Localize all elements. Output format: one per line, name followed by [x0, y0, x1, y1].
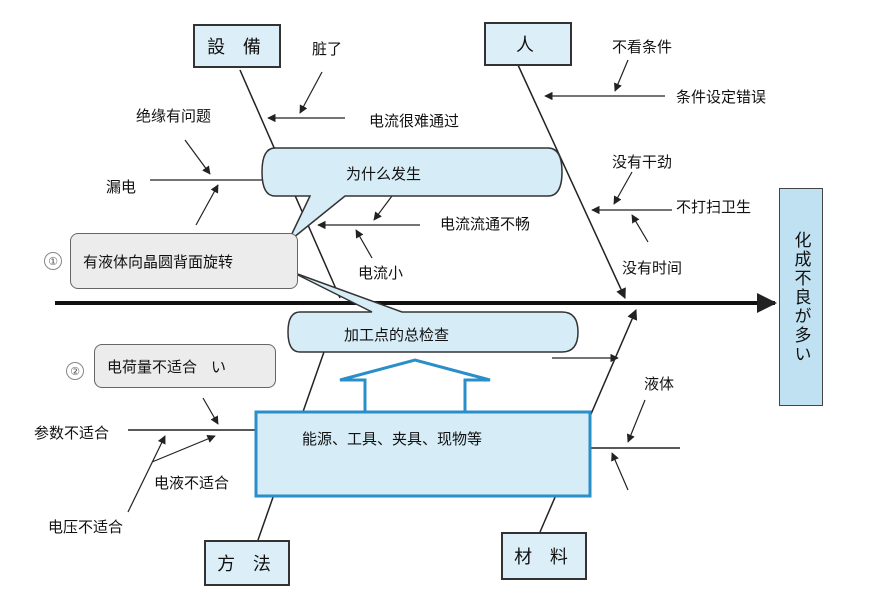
cause-no-energy: 没有干劲 [612, 153, 673, 171]
inspection-text: 加工点的总检查 [344, 326, 450, 344]
cause-current-flow-bad: 电流流通不畅 [440, 215, 531, 233]
effect-box: 化成不良が多い [779, 188, 823, 406]
cause-current-hard: 电流很难通过 [369, 112, 460, 130]
cause-no-clean: 不打扫卫生 [676, 198, 752, 216]
cause-dirty: 脏了 [312, 40, 343, 58]
category-people: 人 [484, 22, 572, 66]
cause-no-check: 不看条件 [612, 38, 673, 56]
hypothesis-1-number: ① [44, 252, 62, 270]
inspection-bubble [287, 271, 579, 353]
cause-voltage-bad: 电压不适合 [48, 518, 124, 536]
category-method: 方 法 [204, 540, 290, 586]
why-text: 为什么发生 [346, 165, 422, 183]
cause-condition-error: 条件设定错误 [676, 88, 767, 106]
bone-people [517, 64, 626, 299]
hypothesis-2-text: 电荷量不适合 [107, 357, 198, 376]
cause-current-small: 电流小 [358, 264, 404, 282]
hypothesis-2-box: 电荷量不适合 い [94, 344, 276, 388]
hypothesis-1-box: 有液体向晶圆背面旋转 [70, 233, 298, 289]
cause-electrolyte-bad: 电液不适合 [154, 474, 230, 492]
category-material: 材 料 [501, 532, 587, 580]
cause-liquid: 液体 [644, 375, 675, 393]
cause-param-bad: 参数不适合 [34, 424, 110, 442]
hypothesis-2-number: ② [66, 362, 84, 380]
cause-leak: 漏电 [106, 178, 137, 196]
resources-text: 能源、工具、夹具、现物等 [302, 430, 483, 448]
cause-insulation: 绝缘有问题 [136, 107, 212, 125]
up-arrow [339, 358, 491, 414]
hypothesis-2-tail: い [211, 357, 227, 376]
hypothesis-1-text: 有液体向晶圆背面旋转 [83, 252, 234, 271]
resources-box [254, 410, 592, 498]
cause-no-time: 没有时间 [622, 259, 683, 277]
why-bubble [261, 147, 563, 243]
effect-text: 化成不良が多い [790, 230, 811, 364]
category-equipment: 設 備 [193, 24, 281, 68]
